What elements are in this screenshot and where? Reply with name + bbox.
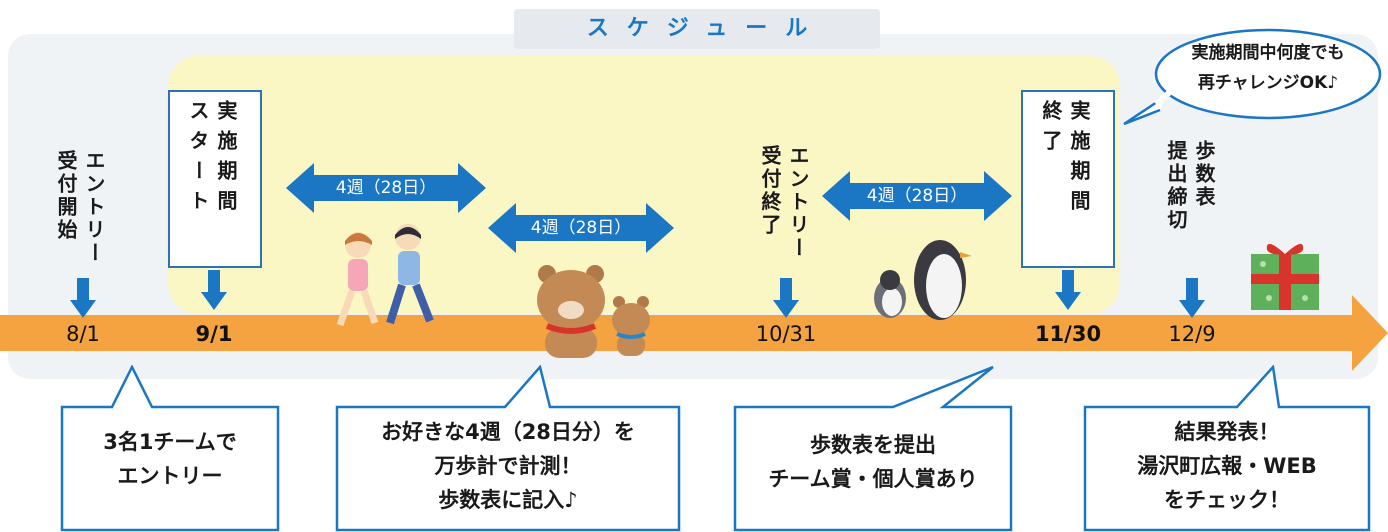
title-bar xyxy=(514,9,880,49)
running-kids-illustration xyxy=(336,224,434,327)
bear-illustration xyxy=(537,265,650,358)
callout-submit: 歩数表を提出 チーム賞・個人賞あり xyxy=(768,433,978,491)
schedule-title: スケジュール xyxy=(586,16,826,41)
milestone-box-period-end xyxy=(1021,90,1115,268)
down-arrow-icon xyxy=(1055,270,1081,310)
penguin-illustration xyxy=(874,240,972,320)
date-entry-end: 10/31 xyxy=(755,322,817,346)
callout-bubble xyxy=(60,365,280,532)
duration-arrow: 4週（28日） xyxy=(488,203,674,253)
duration-arrow: 4週（28日） xyxy=(286,163,486,213)
milestone-label-entry-end: エントリー 受付終了 xyxy=(758,145,810,260)
callout-measure: お好きな4週（28日分）を 万歩計で計測！ 歩数表に記入♪ xyxy=(381,420,635,512)
duration-label: 4週（28日） xyxy=(530,218,632,238)
duration-label: 4週（28日） xyxy=(866,186,968,206)
down-arrow-icon xyxy=(201,270,227,310)
milestone-label-entry-start: エントリー 受付開始 xyxy=(54,150,106,265)
date-period-start: 9/1 xyxy=(195,322,233,346)
gift-box-icon xyxy=(1251,243,1319,310)
milestone-box-period-start xyxy=(168,90,262,268)
callout-bubble xyxy=(1083,365,1371,532)
date-submission-deadline: 12/9 xyxy=(1168,322,1216,346)
milestone-label-submission-deadline: 歩数表 提出締切 xyxy=(1164,140,1216,232)
milestone-label-period-start: 実施期間 スタート xyxy=(186,100,238,220)
speech-bubble xyxy=(1123,28,1382,126)
down-arrow-icon xyxy=(1179,278,1205,318)
down-arrow-icon xyxy=(70,278,96,318)
timeline-arrow xyxy=(0,295,1388,371)
down-arrow-icon xyxy=(773,278,799,318)
retry-note: 実施期間中何度でも 再チャレンジOK♪ xyxy=(1191,43,1345,93)
date-entry-start: 8/1 xyxy=(66,322,100,346)
callout-bubble xyxy=(335,365,681,532)
duration-arrow: 4週（28日） xyxy=(822,171,1012,221)
date-period-end: 11/30 xyxy=(1034,322,1102,346)
callout-team-entry: 3名1チームで エントリー xyxy=(103,430,237,488)
milestone-label-period-end: 実施期間 終了 xyxy=(1039,100,1091,220)
callout-bubble xyxy=(733,365,1013,532)
duration-label: 4週（28日） xyxy=(335,178,437,198)
callout-result: 結果発表！ 湯沢町広報・WEB をチェック！ xyxy=(1137,420,1317,512)
